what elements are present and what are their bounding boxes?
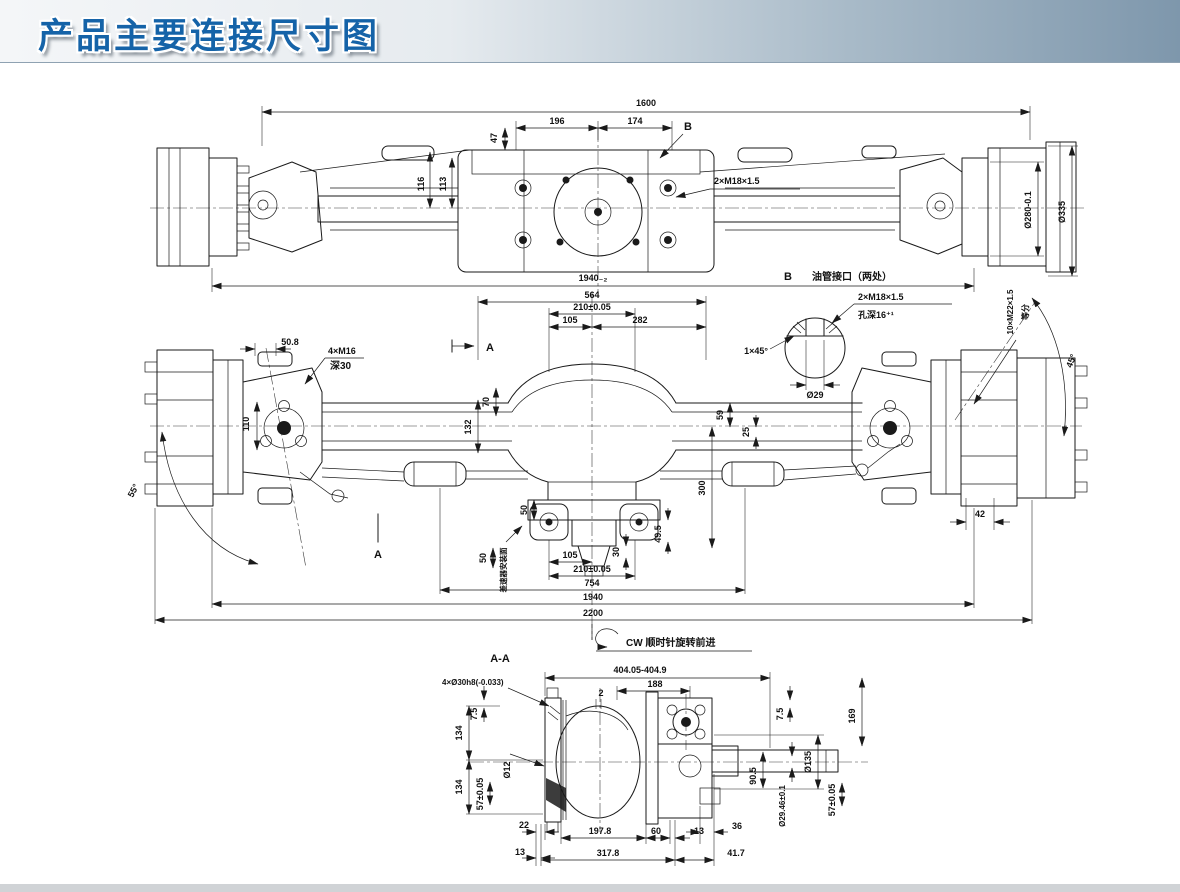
dim-w50-8: 50.8 [281,337,299,347]
dim-h134-upper: 134 [454,725,464,740]
detail-b-thread: 2×M18×1.5 [858,292,904,302]
detail-b-depth: 孔深16⁺¹ [858,309,894,320]
front-view: 55° 564 210±0.05 105 282 50.8 4×M16 深30 … [126,289,1088,640]
dim-height-a: 116 [416,177,426,192]
dim-h90-5: 90.5 [748,767,758,785]
dim-section-a-top: A [486,342,494,354]
dim-w13-mid: 13 [694,826,704,836]
dim-h7-5-right: 7.5 [775,708,785,721]
dim-w188: 188 [647,679,662,689]
dim-bolt-circle: Ø280-0.1 [1023,191,1033,229]
dim-thread-callout: 2×M18×1.5 [714,176,760,186]
dim-h50-lower: 50 [478,553,488,563]
dim-w13-left: 13 [515,847,525,857]
dim-section-a-bottom: A [374,549,382,561]
dim-offset-right: 174 [627,116,642,126]
dim-h30: 30 [611,547,621,557]
top-axle-housing [457,149,715,273]
dim-angle55: 55° [126,482,141,499]
title-bar: 产品主要连接尺寸图 [0,0,1180,63]
top-right-wheel [899,141,1077,273]
dim-h7-5-left: 7.5 [469,708,479,721]
top-left-linkage [299,145,471,231]
rotation-arrow-icon [595,628,619,651]
rotation-note: CW 顺时针旋转前进 [626,636,715,649]
dim-stud-callout: 10×M22×1.5 [1006,289,1015,334]
dim-w105-bottom: 105 [562,550,577,560]
dim-w210-bottom: 210±0.05 [573,564,610,574]
detail-b-label: B [784,271,792,283]
dim-h25: 25 [741,427,751,437]
footer-strip [0,884,1180,892]
dim-height-b: 113 [438,177,448,192]
dim-h134-lower: 134 [454,779,464,794]
section-view: A-A CW 顺时针旋转前进 [442,624,868,866]
section-housing [544,687,839,833]
dim-track-width: 1940₋₂ [579,273,608,283]
detail-b: B 油管接口（两处） 1×45° 2×M18×1.5 孔深16⁺¹ Ø29 [744,270,952,400]
dim-h59: 59 [715,410,725,420]
dim-w317-8: 317.8 [597,848,620,858]
dim-h169: 169 [847,708,857,723]
dim-w2200: 2200 [583,608,603,618]
dim-h70: 70 [481,397,491,407]
dim-h132: 132 [463,419,473,434]
dim-w41-7: 41.7 [727,848,745,858]
top-left-wheel [156,147,323,267]
dim-hub-diameter: Ø335 [1057,201,1067,223]
dim-bolt-callout: 4×M16 [328,346,356,356]
dim-h57-right: 57±0.05 [827,784,837,816]
dim-h110: 110 [241,417,251,432]
dim-w22: 22 [519,820,529,830]
dim-h57-left: 57±0.05 [475,778,485,810]
detail-b-chamfer: 1×45° [744,346,768,356]
dim-bolt-depth: 深30 [330,359,352,372]
dim-overall-width: 1600 [636,98,656,108]
label-mount-face: 差速器安装面 [498,547,508,593]
dim-w1940: 1940 [583,592,603,602]
label-view-b: B [684,121,692,133]
dim-w42: 42 [975,509,985,519]
dim-hole-callout: 4×Ø30h8(-0.033) [442,678,504,687]
top-view: 1600 196 174 47 116 113 B 2×M18×1.5 Ø280… [150,98,1085,292]
dim-h49-5: 49.5 [653,525,663,543]
dim-w2: 2 [598,688,603,698]
dim-angle45: 45° [1064,352,1079,369]
section-label: A-A [490,653,510,665]
dim-w105-top: 105 [562,315,577,325]
dim-h50-upper: 50 [519,505,529,515]
dim-h300: 300 [697,480,707,495]
dim-w564: 564 [584,290,599,300]
dim-d29-46: Ø29.46±0.1 [778,785,787,827]
dim-d12: Ø12 [502,761,512,778]
front-tie-rod [321,443,901,487]
dim-w754: 754 [584,578,599,588]
detail-b-title: 油管接口（两处） [812,270,892,283]
top-right-linkage [699,145,946,231]
dim-w210-top: 210±0.05 [573,302,610,312]
dim-offset-small: 47 [489,133,499,143]
front-right-wheel [851,349,1088,507]
dim-w60: 60 [651,826,661,836]
dim-offset-left: 196 [549,116,564,126]
dim-w36: 36 [732,821,742,831]
dim-stud-spacing: 等分 [1020,304,1030,321]
dim-w282: 282 [632,315,647,325]
detail-b-bore: Ø29 [806,390,823,400]
dim-w197-8: 197.8 [589,826,612,836]
page-title: 产品主要连接尺寸图 [38,17,381,56]
dim-d135: Ø135 [803,751,813,773]
dim-span: 404.05-404.9 [613,665,666,675]
